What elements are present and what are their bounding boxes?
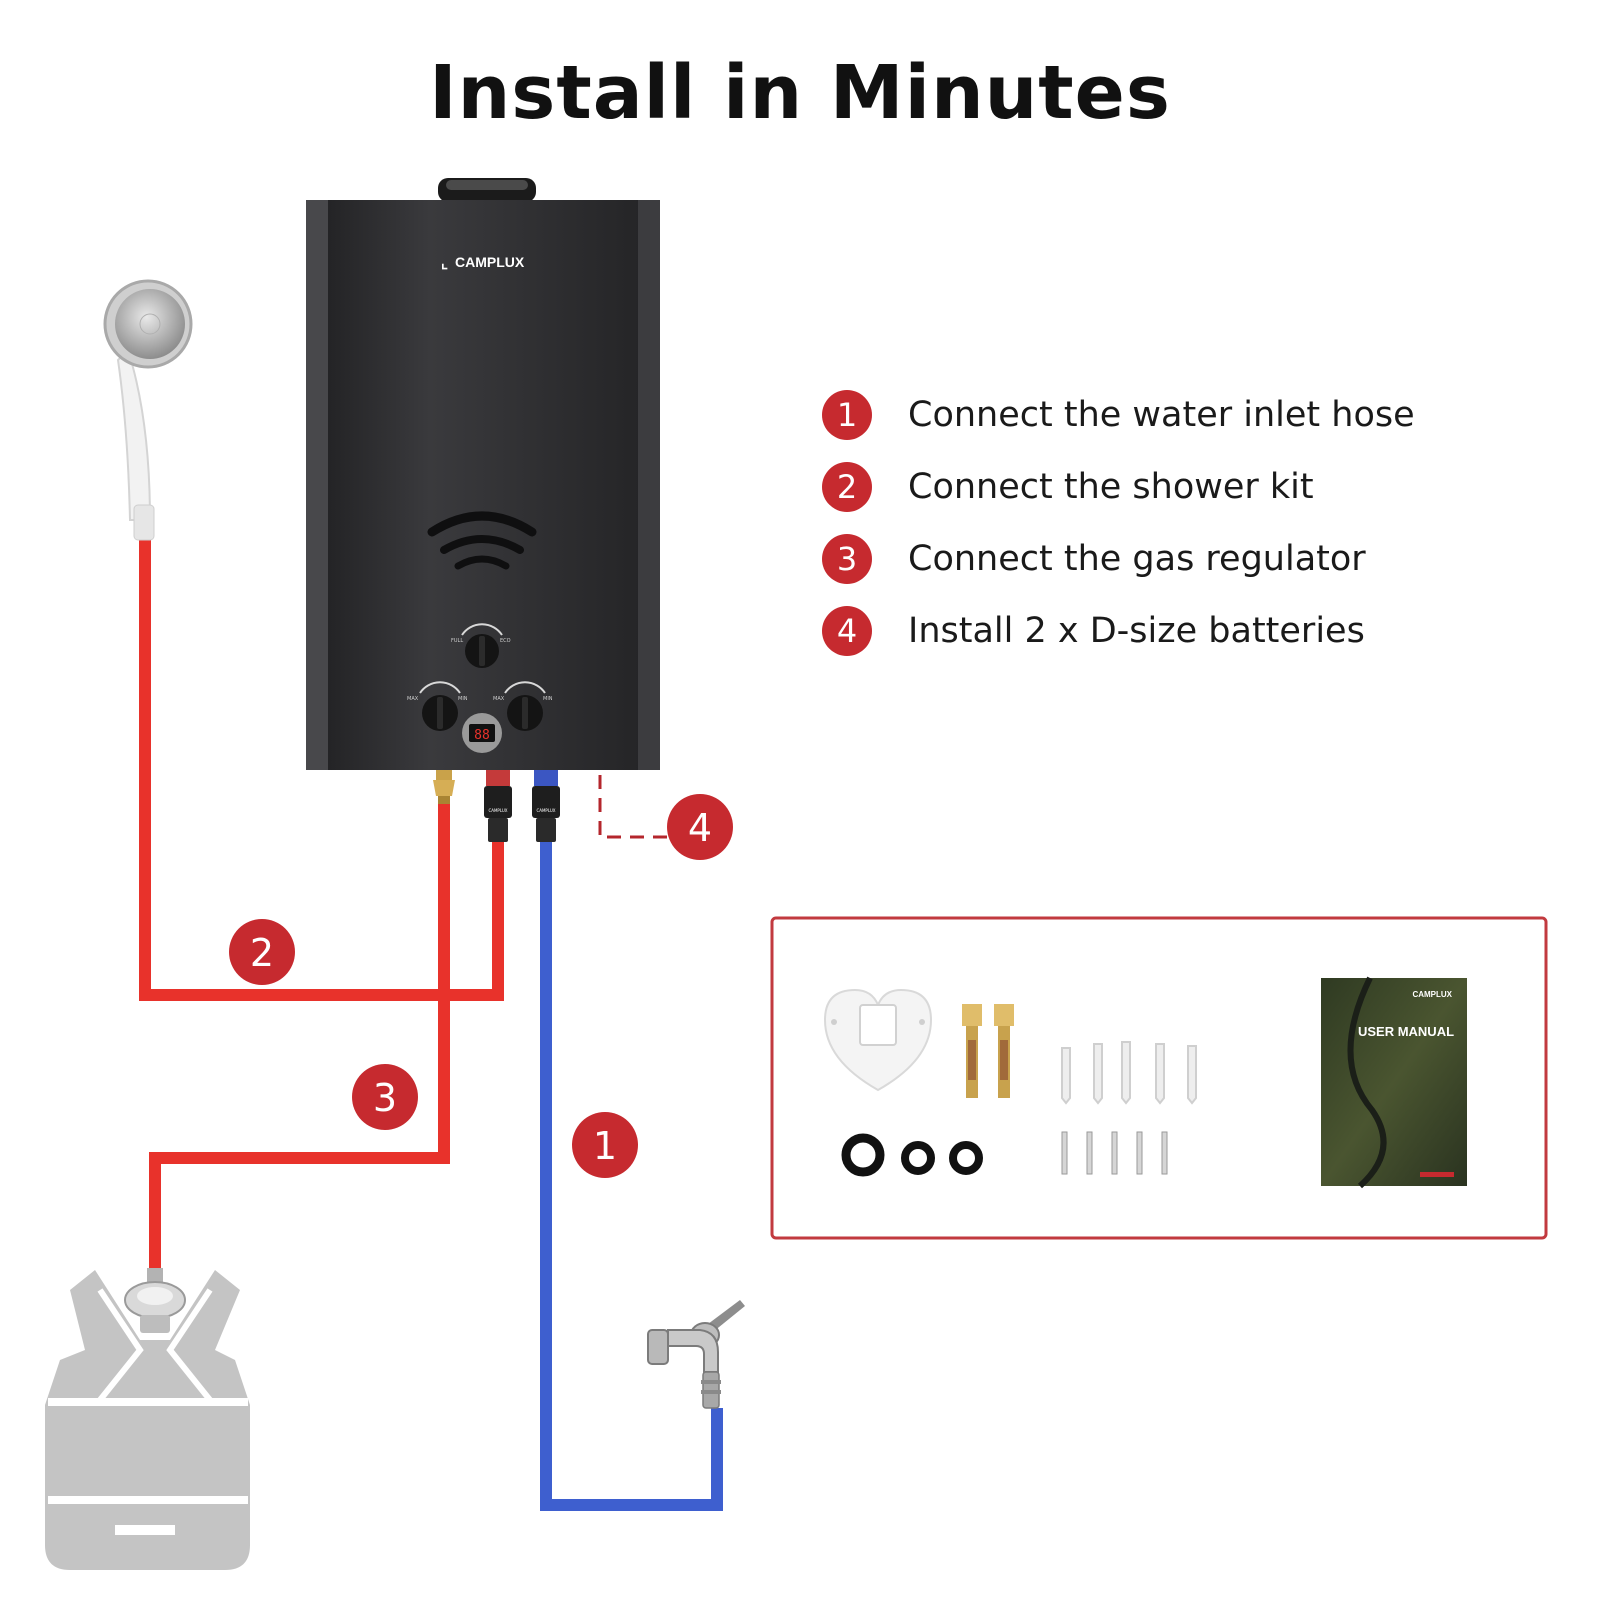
- gas-hose: [149, 790, 450, 1268]
- svg-text:3: 3: [373, 1076, 397, 1120]
- water-heater: ⌞ CAMPLUX FULL ECO MAX MIN: [306, 178, 660, 842]
- svg-text:USER MANUAL: USER MANUAL: [1358, 1024, 1454, 1039]
- page-title: Install in Minutes: [429, 50, 1171, 136]
- step-4: 4 Install 2 x D-size batteries: [822, 603, 1365, 659]
- svg-text:2: 2: [250, 931, 274, 975]
- step-3: 3 Connect the gas regulator: [822, 531, 1366, 587]
- washer-icon: [841, 1133, 983, 1177]
- svg-text:CAMPLUX: CAMPLUX: [1412, 990, 1452, 999]
- step-number: 1: [822, 390, 872, 440]
- step-1: 1 Connect the water inlet hose: [822, 387, 1415, 443]
- step-number: 2: [822, 462, 872, 512]
- gas-inlet-fitting: [433, 770, 455, 804]
- svg-text:CAMPLUX: CAMPLUX: [536, 808, 555, 813]
- badge-water: 1: [572, 1112, 638, 1178]
- gas-regulator: [124, 1268, 186, 1333]
- step-text: Install 2 x D-size batteries: [908, 611, 1365, 651]
- water-inlet-hose: [540, 840, 723, 1511]
- svg-text:⌞: ⌞: [441, 255, 448, 272]
- gas-cylinder-icon: [45, 1268, 250, 1570]
- plug-icon: [1061, 1041, 1197, 1105]
- brand-logo: ⌞ CAMPLUX: [441, 254, 525, 272]
- step-text: Connect the shower kit: [908, 467, 1314, 507]
- svg-text:MAX: MAX: [493, 696, 505, 702]
- water-knob: MAX MIN: [493, 681, 553, 731]
- wall-bracket-icon: [823, 988, 933, 1092]
- svg-text:MIN: MIN: [543, 696, 553, 702]
- svg-text:88: 88: [474, 728, 490, 743]
- cold-water-inlet-fitting: CAMPLUX: [532, 770, 560, 842]
- badge-gas: 3: [352, 1064, 418, 1130]
- step-number: 4: [822, 606, 872, 656]
- step-2: 2 Connect the shower kit: [822, 459, 1314, 515]
- temperature-display: 88: [462, 713, 502, 753]
- power-knob: FULL ECO: [451, 623, 511, 668]
- brand-name: CAMPLUX: [455, 254, 525, 270]
- hot-water-outlet-fitting: CAMPLUX: [484, 770, 512, 842]
- user-manual-icon: CAMPLUX USER MANUAL: [1321, 976, 1467, 1189]
- svg-text:CAMPLUX: CAMPLUX: [488, 808, 507, 813]
- faucet-icon: [647, 1300, 745, 1409]
- step-text: Connect the gas regulator: [908, 539, 1366, 579]
- accessories-box: CAMPLUX USER MANUAL: [770, 916, 1548, 1240]
- anchor-bolt-icon: [962, 1004, 1014, 1098]
- svg-text:ECO: ECO: [500, 638, 511, 644]
- shower-head-icon: [103, 279, 193, 541]
- gas-knob: MAX MIN: [407, 681, 468, 731]
- flame-window: [427, 511, 537, 570]
- screw-icon: [1061, 1131, 1168, 1175]
- svg-text:MAX: MAX: [407, 696, 419, 702]
- battery-callout-line: [598, 775, 670, 839]
- svg-text:4: 4: [688, 806, 712, 850]
- badge-shower: 2: [229, 919, 295, 985]
- shower-hose: [139, 535, 504, 1001]
- svg-text:MIN: MIN: [458, 696, 468, 702]
- svg-text:1: 1: [593, 1124, 617, 1168]
- badge-battery: 4: [667, 794, 733, 860]
- step-text: Connect the water inlet hose: [908, 395, 1415, 435]
- step-number: 3: [822, 534, 872, 584]
- svg-text:FULL: FULL: [451, 638, 463, 644]
